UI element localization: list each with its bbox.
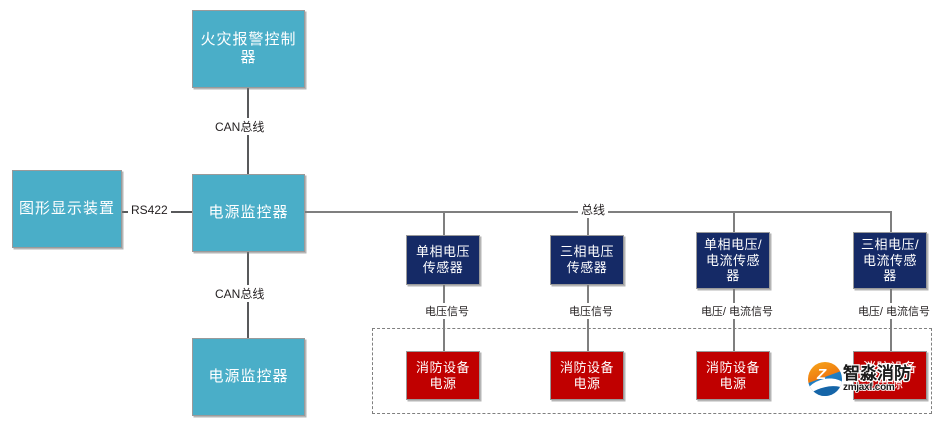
label-can-bus-top: CAN总线 [212, 118, 268, 135]
node-power-monitor-secondary[interactable]: 电源监控器 [192, 338, 305, 416]
node-fire-alarm-controller[interactable]: 火灾报警控制器 [192, 10, 305, 88]
power-supply-group-boundary [372, 328, 932, 414]
node-power-monitor-main[interactable]: 电源监控器 [192, 174, 305, 252]
node-sensor-three-phase-voltage-current[interactable]: 三相电压/ 电流传感 器 [853, 232, 927, 289]
node-sensor-single-phase-voltage[interactable]: 单相电压 传感器 [406, 235, 480, 285]
node-fire-equipment-power-1[interactable]: 消防设备 电源 [406, 351, 480, 400]
label-signal-4: 电压/ 电流信号 [848, 303, 940, 319]
node-fire-equipment-power-2[interactable]: 消防设备 电源 [550, 351, 624, 400]
node-fire-equipment-power-4[interactable]: 消防设备 电源 [853, 351, 927, 400]
bus-drop-sensor-2 [587, 211, 589, 235]
label-can-bus-bottom: CAN总线 [212, 285, 268, 302]
label-bus: 总线 [578, 201, 609, 218]
bus-drop-sensor-1 [443, 211, 445, 235]
node-sensor-three-phase-voltage[interactable]: 三相电压 传感器 [550, 235, 624, 285]
node-fire-equipment-power-3[interactable]: 消防设备 电源 [696, 351, 770, 400]
label-signal-3: 电压/ 电流信号 [691, 303, 783, 319]
label-signal-2: 电压信号 [557, 303, 625, 319]
node-graphic-display-device[interactable]: 图形显示装置 [12, 170, 122, 248]
signal-drop-3 [733, 289, 735, 351]
bus-drop-sensor-4 [890, 211, 892, 232]
node-sensor-single-phase-voltage-current[interactable]: 单相电压/ 电流传感 器 [696, 232, 770, 289]
signal-drop-4 [890, 289, 892, 351]
label-rs422: RS422 [128, 203, 171, 217]
bus-drop-sensor-3 [733, 211, 735, 232]
label-signal-1: 电压信号 [413, 303, 481, 319]
